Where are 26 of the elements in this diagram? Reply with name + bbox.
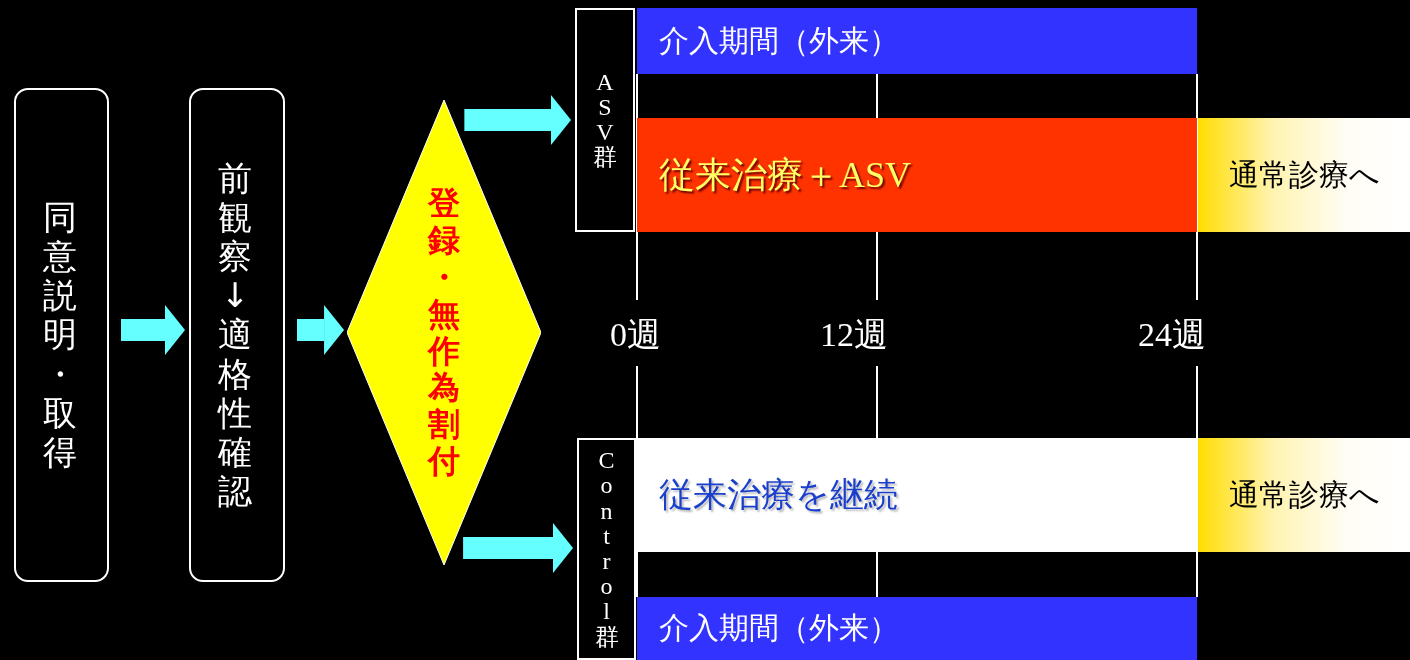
step-text: 登録・無作為割付 [428, 185, 460, 480]
treatment-bar [637, 118, 1197, 232]
bar-label: 従来治療を継続 [659, 473, 898, 516]
group-label-box [575, 8, 635, 232]
block-arrow [297, 305, 345, 355]
group-label: ASV群 [593, 69, 617, 171]
group-label-box [577, 438, 636, 660]
bar-label: 従来治療＋ASV [659, 153, 912, 197]
bar-label: 介入期間（外来） [659, 609, 899, 647]
bar-label: 介入期間（外来） [659, 21, 899, 60]
period-bar [637, 8, 1197, 74]
step-text: 同意説明・取得 [42, 198, 81, 472]
follow-up-bar [1198, 438, 1410, 552]
period-bar [637, 597, 1197, 660]
step-text: 前観察↓適格性確認 [218, 159, 256, 511]
process-box [189, 88, 285, 582]
bar-label: 通常診療へ [1228, 475, 1380, 514]
group-label: Control群 [594, 448, 619, 650]
follow-up-bar [1198, 118, 1410, 232]
decision-diamond [347, 100, 541, 565]
bar-label: 通常診療へ [1228, 155, 1380, 194]
block-arrow [463, 523, 573, 573]
block-arrow [464, 95, 571, 145]
process-box [14, 88, 109, 582]
treatment-bar [637, 438, 1197, 552]
block-arrow [121, 305, 185, 355]
